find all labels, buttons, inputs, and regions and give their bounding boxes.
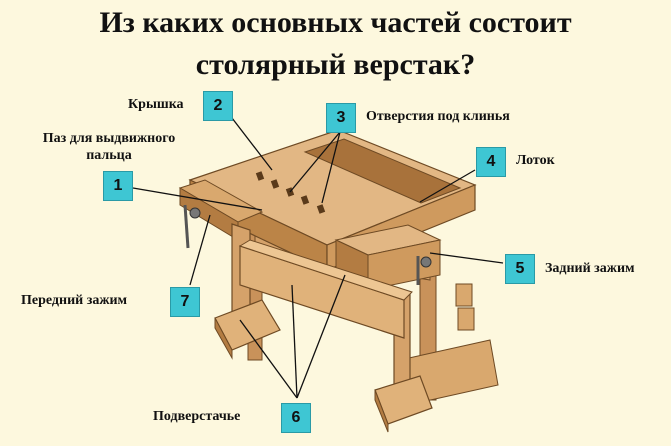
label-part-1: Паз для выдвижного пальца (24, 130, 194, 164)
label-part-3: Отверстия под клинья (366, 109, 510, 124)
tail-vise-knob (420, 256, 432, 268)
leader-6b (291, 284, 298, 399)
page-title: Из каких основных частей состоит столярн… (0, 2, 671, 86)
front-stretcher-top (238, 239, 413, 301)
badge-part-1: 1 (103, 171, 133, 201)
title-line-2: столярный верстак? (195, 48, 476, 81)
leader-3b (321, 131, 341, 204)
front-vise-knob (189, 207, 201, 219)
badge-part-3: 3 (326, 103, 356, 133)
leader-6a (239, 319, 298, 399)
leader-1 (132, 187, 263, 211)
label-part-1-line-1: Паз для выдвижного (42, 131, 176, 146)
badge-part-2: 2 (203, 91, 233, 121)
wedge-block-1 (455, 283, 473, 307)
badge-part-5: 5 (505, 254, 535, 284)
leader-3a (289, 131, 341, 193)
badge-part-4: 4 (476, 147, 506, 177)
leader-4 (419, 169, 476, 203)
leader-5 (429, 252, 504, 264)
dog-hole (255, 171, 265, 181)
leader-lines (132, 117, 504, 399)
label-part-6: Подверстачье (153, 409, 241, 424)
label-part-7: Передний зажим (21, 293, 128, 308)
label-part-2: Крышка (128, 97, 184, 112)
dog-hole (300, 195, 310, 205)
dog-hole (316, 204, 326, 214)
front-left-foot-side (214, 317, 233, 360)
label-part-1-line-2: пальца (86, 148, 132, 163)
title-line-1: Из каких основных частей состоит (99, 6, 572, 39)
label-part-5: Задний зажим (545, 261, 635, 276)
wedge-block-2 (457, 307, 475, 331)
badge-part-7: 7 (170, 287, 200, 317)
leader-7 (189, 214, 211, 286)
front-right-foot-side (374, 389, 389, 433)
leader-2 (231, 117, 273, 171)
leader-6c (296, 274, 346, 399)
dog-hole (270, 179, 280, 189)
badge-part-6: 6 (281, 403, 311, 433)
label-part-4: Лоток (516, 153, 555, 168)
front-vise-handle (183, 204, 190, 249)
